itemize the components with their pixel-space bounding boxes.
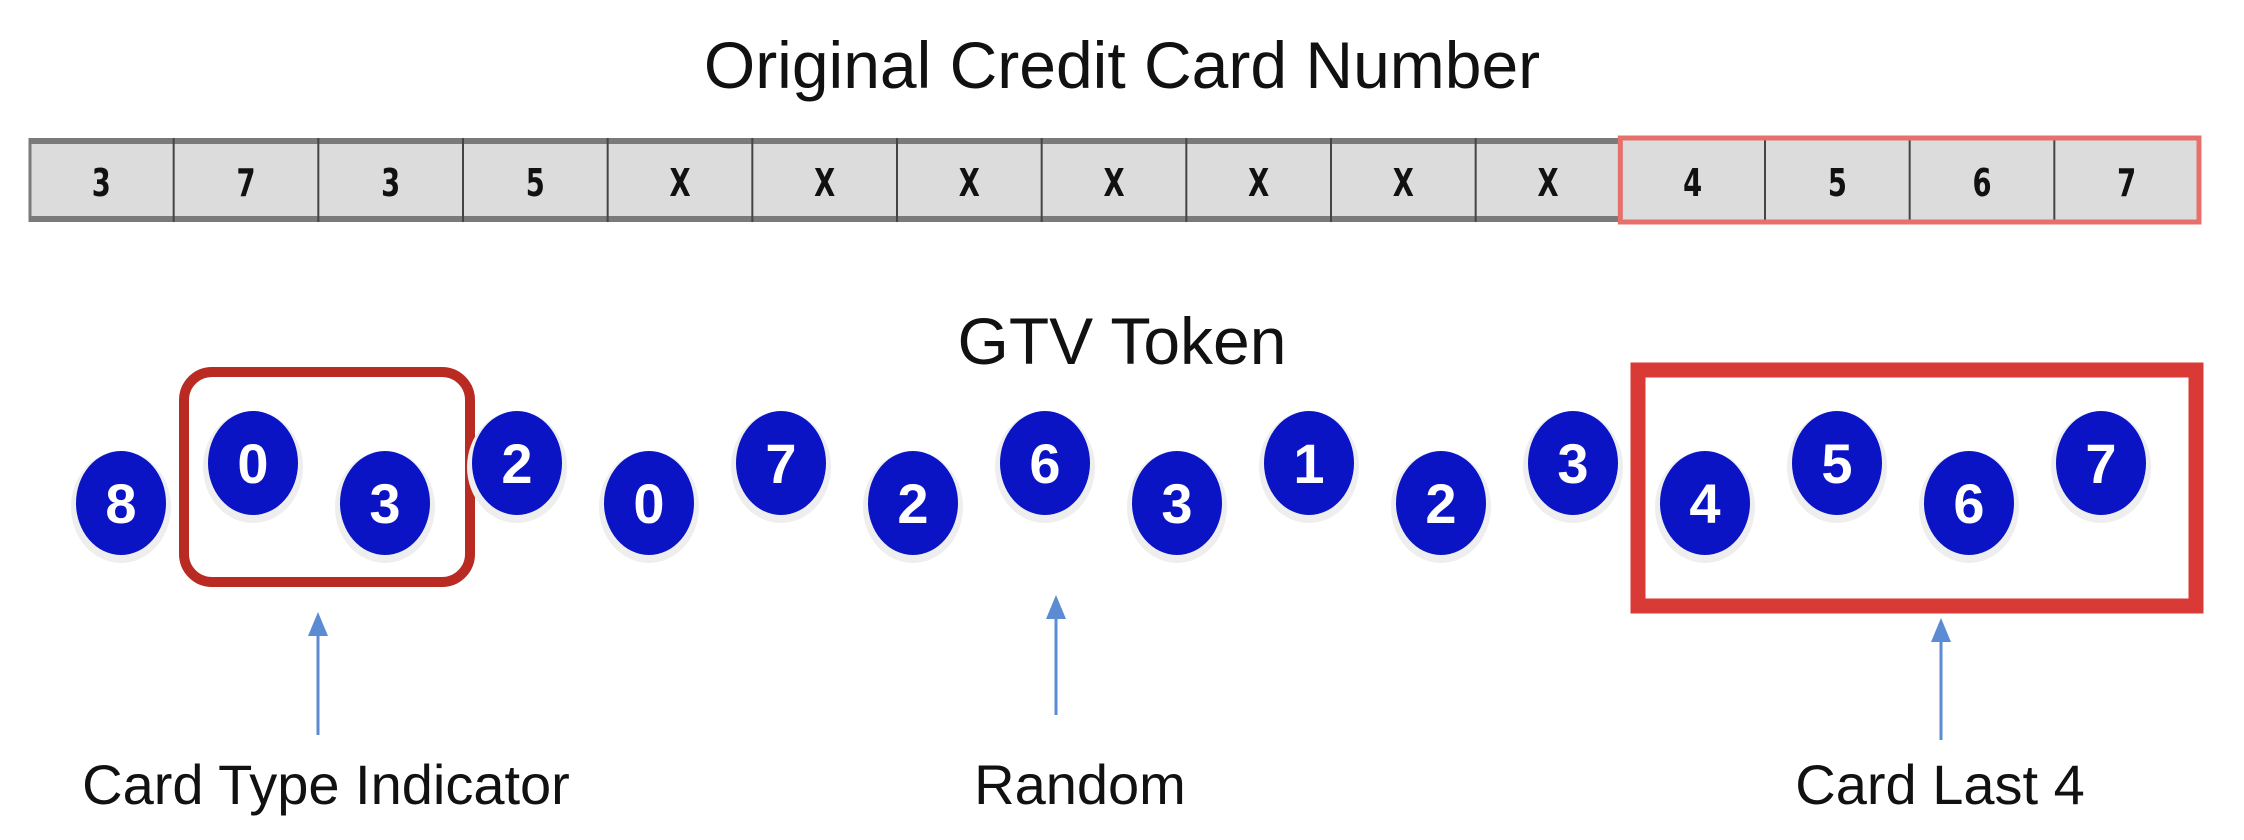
- number-cell: 7: [172, 138, 256, 222]
- bubble-digit: 7: [2085, 432, 2116, 495]
- number-table-background: [29, 138, 2199, 222]
- number-digit: X: [959, 162, 980, 206]
- bubble-digit: 5: [1821, 432, 1852, 495]
- bubble: [1132, 451, 1222, 555]
- number-digit: 6: [1972, 162, 1991, 206]
- token-digit-bubble: 0: [203, 411, 303, 523]
- token-digit-bubble: 4: [1655, 451, 1755, 563]
- random-label: Random: [974, 753, 1186, 816]
- number-cell: 7: [2053, 138, 2136, 222]
- original-number-title: Original Credit Card Number: [703, 28, 1541, 102]
- number-digit: X: [1537, 162, 1558, 206]
- bubble-digit: 0: [633, 472, 664, 535]
- token-digit-bubble: 2: [467, 411, 567, 523]
- bubble-digit: 2: [501, 432, 532, 495]
- last4-highlight-border: [1617, 135, 2202, 225]
- number-digit: 5: [526, 162, 545, 206]
- card-last4-box: [1630, 362, 2204, 614]
- token-digit-bubble: 5: [1787, 411, 1887, 523]
- bubble: [604, 451, 694, 555]
- bubble: [868, 451, 958, 555]
- bubble-digit: 6: [1953, 472, 1984, 535]
- bubble: [1792, 411, 1882, 515]
- bubble-digit: 2: [897, 472, 928, 535]
- number-digit: X: [814, 162, 835, 206]
- bubble-digit: 3: [369, 472, 400, 535]
- number-digit: 4: [1683, 162, 1702, 206]
- arrow-head-icon: [1931, 618, 1951, 642]
- bubble-digit: 6: [1029, 432, 1060, 495]
- token-digit-bubble: 7: [2051, 411, 2151, 523]
- number-digit: X: [1103, 162, 1124, 206]
- token-digit-bubble: 1: [1259, 411, 1359, 523]
- number-cell: 5: [462, 138, 545, 222]
- last4-arrow: [1931, 618, 1951, 740]
- arrow-head-icon: [308, 612, 328, 636]
- number-digit: 7: [236, 162, 255, 206]
- bubble-digit: 3: [1557, 432, 1588, 495]
- bubble: [1396, 451, 1486, 555]
- token-digit-bubble: 8: [71, 451, 171, 563]
- bubble-digit: 0: [237, 432, 268, 495]
- token-digit-bubble: 6: [1919, 451, 2019, 563]
- number-digit: 5: [1828, 162, 1847, 206]
- card-type-arrow: [308, 612, 328, 735]
- bubble-digit: 3: [1161, 472, 1192, 535]
- bubble: [208, 411, 298, 515]
- bubble: [1924, 451, 2014, 555]
- bubble-digit: 2: [1425, 472, 1456, 535]
- number-cell: 6: [1908, 138, 1992, 222]
- token-digit-bubble: 2: [863, 451, 963, 563]
- number-digit: 3: [381, 162, 400, 206]
- bubble: [472, 411, 562, 515]
- number-digit: 7: [2117, 162, 2136, 206]
- number-cell: X: [751, 138, 835, 222]
- bubble: [2056, 411, 2146, 515]
- number-cell: 3: [92, 162, 111, 206]
- number-digit: X: [669, 162, 690, 206]
- random-arrow: [1046, 595, 1066, 715]
- bubble: [76, 451, 166, 555]
- arrow-head-icon: [1046, 595, 1066, 619]
- token-digit-bubble: 3: [1127, 451, 1227, 563]
- bubble: [340, 451, 430, 555]
- bubble: [1528, 411, 1618, 515]
- bubble-digit: 4: [1689, 472, 1720, 535]
- bubble-digit: 1: [1293, 432, 1324, 495]
- bubble-digit: 7: [765, 432, 796, 495]
- card-type-indicator-label: Card Type Indicator: [82, 753, 570, 816]
- token-digit-bubble: 3: [1523, 411, 1623, 523]
- bubble: [1264, 411, 1354, 515]
- number-digit: X: [1393, 162, 1414, 206]
- token-digit-bubble: 3: [335, 451, 435, 563]
- number-cell: X: [896, 138, 980, 222]
- number-cell: 3: [317, 138, 400, 222]
- token-digit-bubble: 6: [995, 411, 1095, 523]
- bubble: [736, 411, 826, 515]
- number-cell: 5: [1764, 138, 1847, 222]
- card-last4-label: Card Last 4: [1795, 753, 2085, 816]
- number-digit: 3: [92, 162, 111, 206]
- token-digit-bubble: 0: [599, 451, 699, 563]
- bubble: [1660, 451, 1750, 555]
- bubble: [1000, 411, 1090, 515]
- number-cell: X: [1185, 138, 1269, 222]
- number-cell: X: [1040, 138, 1125, 222]
- number-digit: X: [1248, 162, 1269, 206]
- token-digit-bubble: 2: [1391, 451, 1491, 563]
- gtv-token-title: GTV Token: [957, 304, 1287, 378]
- number-cell: X: [1330, 138, 1414, 222]
- bubble-digit: 8: [105, 472, 136, 535]
- number-cell: X: [1474, 138, 1559, 222]
- number-cell: X: [606, 138, 691, 222]
- token-digit-bubble: 7: [731, 411, 831, 523]
